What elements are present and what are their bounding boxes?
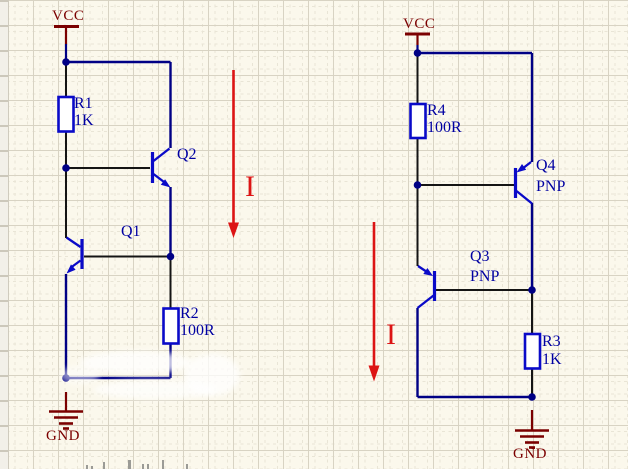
vcc-symbol-left[interactable] <box>54 25 79 45</box>
r4-value[interactable]: 100R <box>427 119 462 136</box>
current-label-right[interactable]: I <box>386 318 396 351</box>
net-label-gnd-right[interactable]: GND <box>513 446 547 462</box>
left-circuit <box>49 25 239 430</box>
net-label-vcc-right[interactable]: VCC <box>403 16 436 32</box>
resistor-r3[interactable] <box>523 332 542 370</box>
r3-designator[interactable]: R3 <box>542 333 561 350</box>
q3-designator[interactable]: Q3 <box>470 248 490 265</box>
current-arrow-right[interactable] <box>368 222 380 382</box>
junction-dot <box>528 393 536 401</box>
junction-dot <box>413 181 422 189</box>
transistor-q3[interactable] <box>416 265 437 309</box>
junction-dot <box>62 374 70 382</box>
q4-designator[interactable]: Q4 <box>536 157 556 174</box>
gnd-symbol-right[interactable] <box>515 410 549 449</box>
net-label-gnd-left[interactable]: GND <box>46 428 80 444</box>
junction-dot <box>62 164 70 172</box>
emitter-arrow <box>423 268 433 276</box>
transistor-q1[interactable] <box>65 236 84 274</box>
r2-designator[interactable]: R2 <box>180 305 199 322</box>
r2-value[interactable]: 100R <box>180 322 215 339</box>
sheet-edge-strip <box>0 0 9 469</box>
junction-dot <box>62 58 70 66</box>
r3-value[interactable]: 1K <box>542 351 562 368</box>
r1-designator[interactable]: R1 <box>74 95 93 112</box>
emitter-arrow <box>66 264 76 274</box>
gnd-symbol-left[interactable] <box>49 392 83 430</box>
r4-designator[interactable]: R4 <box>427 102 446 119</box>
transistor-q2[interactable] <box>150 147 171 188</box>
r1-value[interactable]: 1K <box>74 112 94 129</box>
transistor-q4[interactable] <box>513 161 533 205</box>
current-arrow-left[interactable] <box>228 70 239 238</box>
q3-type[interactable]: PNP <box>470 268 500 285</box>
resistor-r2[interactable] <box>162 307 180 345</box>
emitter-arrow <box>516 164 527 173</box>
vcc-symbol-right[interactable] <box>405 32 430 45</box>
q2-designator[interactable]: Q2 <box>177 146 197 163</box>
resistor-r1[interactable] <box>57 95 75 133</box>
q1-designator[interactable]: Q1 <box>121 223 141 240</box>
current-label-left[interactable]: I <box>245 170 255 203</box>
junction-dot <box>413 49 422 57</box>
right-circuit <box>368 32 549 449</box>
resistor-r4[interactable] <box>409 102 427 140</box>
junction-dot <box>166 252 175 261</box>
junction-dot <box>528 286 536 294</box>
net-label-vcc-left[interactable]: VCC <box>52 8 85 24</box>
q4-type[interactable]: PNP <box>536 178 566 195</box>
emitter-arrow <box>160 179 171 188</box>
